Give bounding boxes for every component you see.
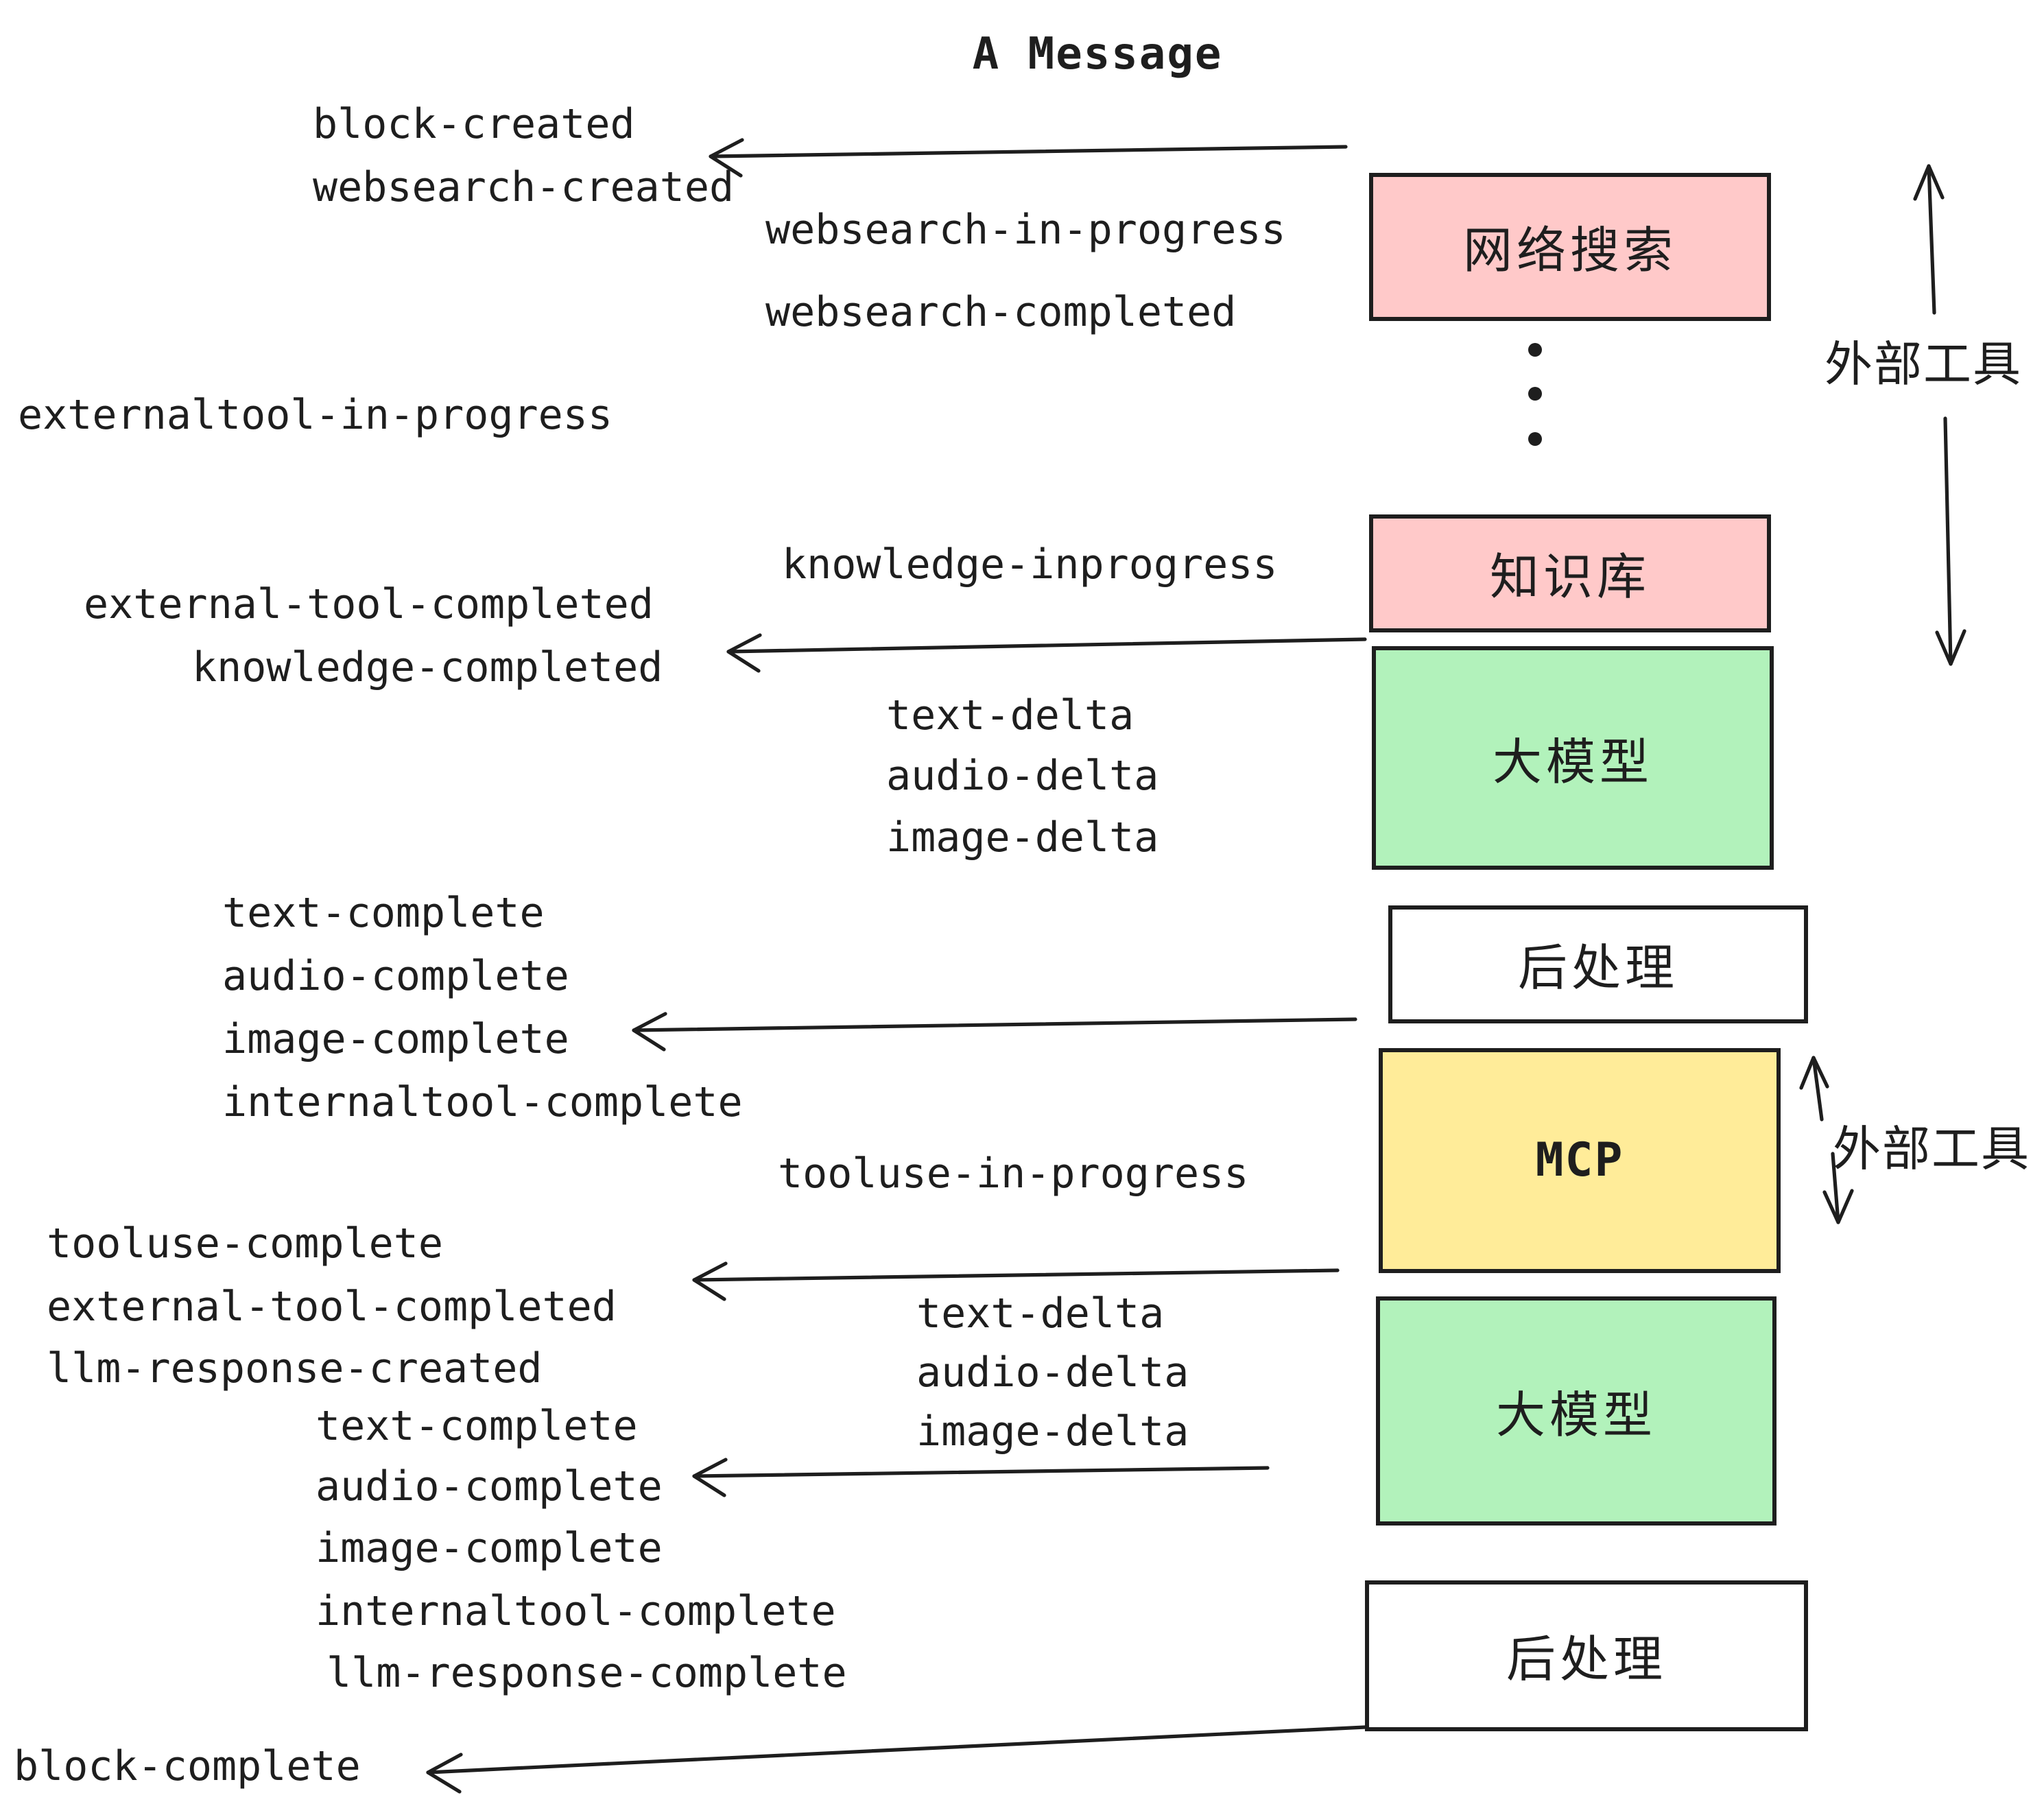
external-tools-top-up-arrow bbox=[1913, 164, 1945, 315]
arrow-websearch-to-created bbox=[709, 138, 1348, 178]
event-websearch-in-progress: websearch-in-progress bbox=[765, 206, 1286, 254]
event-text-delta: text-delta bbox=[886, 692, 1134, 740]
ellipsis-dot bbox=[1528, 387, 1542, 401]
event-audio-delta: audio-delta bbox=[886, 752, 1159, 800]
box-websearch: 网络搜索 bbox=[1369, 173, 1771, 321]
external-tools-mcp-label: 外部工具 bbox=[1833, 1123, 2031, 1178]
event-external-tool-completed-2: external-tool-completed bbox=[47, 1283, 617, 1331]
ellipsis-dot bbox=[1528, 343, 1542, 357]
arrow-post2-to-block-complete bbox=[426, 1725, 1367, 1794]
box-post-processing-2-label: 后处理 bbox=[1506, 1633, 1667, 1689]
event-text-complete: text-complete bbox=[222, 890, 545, 938]
event-block-complete: block-complete bbox=[14, 1743, 361, 1791]
event-internaltool-complete: internaltool-complete bbox=[222, 1079, 743, 1127]
external-tools-top-down-arrow bbox=[1935, 416, 1966, 666]
arrow-knowledge-to-completed bbox=[726, 633, 1367, 673]
box-post-processing-1-label: 后处理 bbox=[1517, 941, 1678, 997]
event-image-delta-2: image-delta bbox=[916, 1408, 1189, 1456]
box-websearch-label: 网络搜索 bbox=[1462, 224, 1677, 280]
box-post-processing-2: 后处理 bbox=[1365, 1580, 1808, 1731]
event-text-delta-2: text-delta bbox=[916, 1290, 1165, 1338]
event-external-tool-completed: external-tool-completed bbox=[84, 581, 654, 629]
event-knowledge-completed: knowledge-completed bbox=[192, 644, 663, 692]
event-image-complete-2: image-complete bbox=[316, 1525, 663, 1573]
event-websearch-completed: websearch-completed bbox=[765, 289, 1237, 337]
event-internaltool-complete-2: internaltool-complete bbox=[316, 1588, 836, 1636]
event-text-complete-2: text-complete bbox=[316, 1403, 638, 1451]
box-post-processing-1: 后处理 bbox=[1388, 905, 1808, 1023]
box-mcp-label: MCP bbox=[1535, 1133, 1624, 1188]
external-tools-top-label: 外部工具 bbox=[1825, 338, 2023, 393]
box-mcp: MCP bbox=[1379, 1048, 1781, 1273]
box-llm-2: 大模型 bbox=[1376, 1296, 1776, 1526]
event-llm-response-created: llm-response-created bbox=[47, 1345, 543, 1393]
event-websearch-created: websearch-created bbox=[313, 164, 735, 212]
box-llm-2-label: 大模型 bbox=[1495, 1388, 1656, 1444]
event-image-delta: image-delta bbox=[886, 814, 1159, 862]
event-image-complete: image-complete bbox=[222, 1016, 569, 1064]
box-knowledge: 知识库 bbox=[1369, 514, 1771, 632]
diagram-title: A Message bbox=[972, 27, 1223, 80]
ellipsis-dot bbox=[1528, 432, 1542, 446]
box-llm-1: 大模型 bbox=[1372, 646, 1774, 870]
event-audio-delta-2: audio-delta bbox=[916, 1349, 1189, 1397]
event-block-created: block-created bbox=[313, 101, 635, 149]
event-externaltool-in-progress: externaltool-in-progress bbox=[18, 392, 613, 440]
box-llm-1-label: 大模型 bbox=[1492, 735, 1653, 791]
event-tooluse-in-progress: tooluse-in-progress bbox=[778, 1150, 1249, 1198]
event-knowledge-inprogress: knowledge-inprogress bbox=[782, 541, 1278, 589]
event-audio-complete: audio-complete bbox=[222, 953, 569, 1001]
box-knowledge-label: 知识库 bbox=[1489, 550, 1650, 606]
external-tools-mcp-up-arrow bbox=[1799, 1056, 1829, 1121]
event-tooluse-complete: tooluse-complete bbox=[47, 1220, 443, 1268]
event-llm-response-complete: llm-response-complete bbox=[326, 1650, 847, 1698]
arrow-llm2-to-complete bbox=[692, 1458, 1270, 1497]
arrow-post1-to-complete bbox=[632, 1012, 1357, 1052]
event-audio-complete-2: audio-complete bbox=[316, 1463, 663, 1511]
